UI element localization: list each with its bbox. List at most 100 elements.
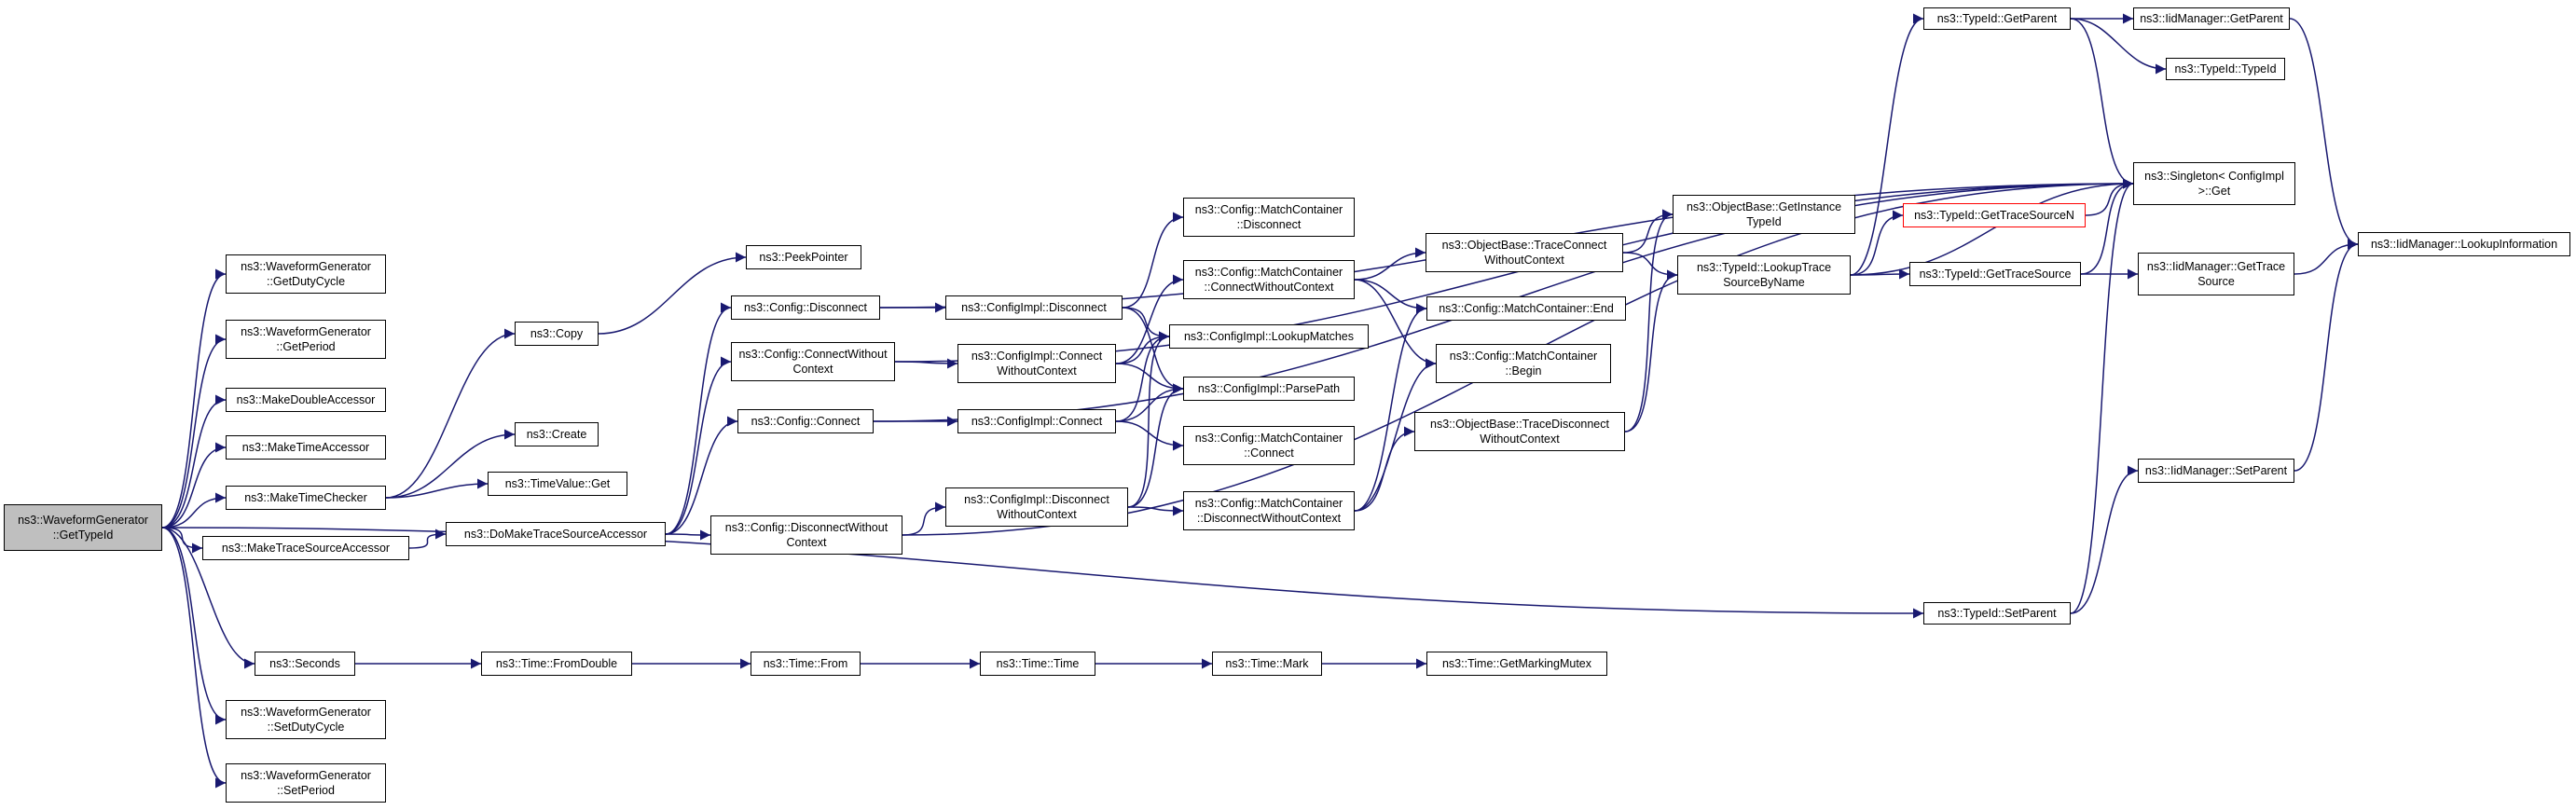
node-makedoubleaccessor[interactable]: ns3::MakeDoubleAccessor [226, 388, 386, 412]
node-time-mark[interactable]: ns3::Time::Mark [1212, 652, 1322, 676]
node-timevalueget[interactable]: ns3::TimeValue::Get [488, 472, 627, 496]
edge-root-to-setdutycycle [161, 527, 227, 725]
edge-implConnect-to-lookupmatches [1115, 331, 1170, 422]
node-mc-connectwithoutcontext[interactable]: ns3::Config::MatchContainer::ConnectWith… [1183, 260, 1355, 299]
node-time-fromdouble[interactable]: ns3::Time::FromDouble [481, 652, 632, 676]
node-mc-disconnectwithoutcontext[interactable]: ns3::Config::MatchContainer::DisconnectW… [1183, 491, 1355, 530]
node-maketimechecker[interactable]: ns3::MakeTimeChecker [226, 486, 386, 510]
edge-root-to-setperiod [161, 527, 227, 789]
edge-mcConnectWithoutContext-to-mcBegin [1354, 279, 1437, 369]
edge-root-to-seconds [161, 527, 255, 669]
node-configconnect[interactable]: ns3::Config::Connect [737, 409, 874, 433]
edge-implDisconnect-to-parsepath [1122, 307, 1184, 394]
edge-implConnect-to-mcConnect [1115, 420, 1184, 451]
node-typeid-gettracesource[interactable]: ns3::TypeId::GetTraceSource [1909, 262, 2081, 286]
edge-copy-to-peekpointer [598, 252, 747, 335]
node-iid-lookupinformation[interactable]: ns3::IidManager::LookupInformation [2358, 232, 2570, 256]
edge-maketracesourceaccessor-to-domaketracesourceaccessor [408, 529, 447, 549]
edge-implConnectWithoutContext-to-mcConnectWithoutContext [1115, 274, 1184, 364]
edge-domaketracesourceaccessor-to-configdisconnect [665, 302, 732, 535]
edge-domaketracesourceaccessor-to-configdisconnectwithoutcontext [665, 529, 711, 541]
node-mc-connect[interactable]: ns3::Config::MatchContainer::Connect [1183, 426, 1355, 465]
node-configdisconnect[interactable]: ns3::Config::Disconnect [731, 295, 880, 320]
edge-mcConnectWithoutContext-to-mcEnd [1354, 279, 1427, 314]
edge-typeidgetparent-to-typeidtypeid [2070, 18, 2167, 75]
edge-lookuptracesourcebyname-to-typeidgetparent [1850, 13, 1924, 276]
edge-domaketracesourceaccessor-to-configconnect [665, 416, 738, 535]
edge-implDisconnectWithoutContext-to-lookupmatches [1127, 331, 1170, 508]
edge-typeidsetparent-to-singletonget [2070, 178, 2134, 614]
edge-root-to-typeidsetparent [161, 527, 1924, 619]
node-domaketracesourceaccessor[interactable]: ns3::DoMakeTraceSourceAccessor [446, 522, 666, 546]
edge-lookuptracesourcebyname-to-singletonget [1850, 178, 2134, 276]
edge-root-to-maketracesourceaccessor [161, 527, 203, 554]
node-mc-end[interactable]: ns3::Config::MatchContainer::End [1426, 296, 1626, 321]
edge-lookuptracesourcebyname-to-gettracesource [1850, 268, 1910, 280]
edge-root-to-makedoubleaccessor [161, 394, 227, 529]
edge-gettracesource-to-singletonget [2080, 178, 2134, 275]
node-mc-begin[interactable]: ns3::Config::MatchContainer::Begin [1436, 344, 1611, 383]
node-copy[interactable]: ns3::Copy [515, 322, 599, 346]
edge-iidgetparent-to-iidlookupinformation [2289, 18, 2359, 250]
node-impl-connect[interactable]: ns3::ConfigImpl::Connect [957, 409, 1116, 433]
edge-root-to-getdutycycle [161, 268, 227, 529]
node-maketimeaccessor[interactable]: ns3::MakeTimeAccessor [226, 435, 386, 460]
node-typeid-setparent[interactable]: ns3::TypeId::SetParent [1923, 602, 2071, 625]
node-typeid-getparent[interactable]: ns3::TypeId::GetParent [1923, 7, 2071, 30]
node-singleton-get[interactable]: ns3::Singleton< ConfigImpl >::Get [2133, 162, 2295, 205]
node-impl-disconnect[interactable]: ns3::ConfigImpl::Disconnect [945, 295, 1123, 320]
edge-typeidgetparent-to-singletonget [2070, 18, 2134, 189]
edge-configdisconnectwithoutcontext-to-implDisconnectWithoutContext [902, 501, 946, 536]
edge-root-to-getperiod [161, 334, 227, 529]
edge-iidgettracesource-to-iidlookupinformation [2294, 239, 2359, 275]
node-typeid-typeid[interactable]: ns3::TypeId::TypeId [2166, 58, 2285, 80]
node-typeid-gettracesourcen[interactable]: ns3::TypeId::GetTraceSourceN [1903, 203, 2086, 227]
edge-obTraceDisconnectWithoutContext-to-lookuptracesourcebyname [1624, 269, 1678, 432]
node-setdutycycle[interactable]: ns3::WaveformGenerator::SetDutyCycle [226, 700, 386, 739]
edge-maketimechecker-to-copy [385, 328, 516, 499]
node-time-getmarkingmutex[interactable]: ns3::Time::GetMarkingMutex [1426, 652, 1607, 676]
edge-mcConnectWithoutContext-to-obTraceConnectWithoutContext [1354, 247, 1426, 281]
edge-obTraceConnectWithoutContext-to-obGetInstanceTypeId [1622, 209, 1674, 254]
edge-obTraceConnectWithoutContext-to-lookuptracesourcebyname [1622, 252, 1678, 281]
node-iid-setparent[interactable]: ns3::IidManager::SetParent [2138, 459, 2294, 483]
edge-implDisconnect-to-mcDisconnect [1122, 212, 1184, 309]
node-time-from[interactable]: ns3::Time::From [751, 652, 861, 676]
node-iid-getparent[interactable]: ns3::IidManager::GetParent [2133, 7, 2290, 30]
edge-mcDisconnectWithoutContext-to-mcBegin [1354, 358, 1437, 512]
node-parsepath[interactable]: ns3::ConfigImpl::ParsePath [1183, 377, 1355, 401]
node-create[interactable]: ns3::Create [515, 422, 599, 446]
node-mc-disconnect[interactable]: ns3::Config::MatchContainer::Disconnect [1183, 198, 1355, 237]
edge-configconnectwithoutcontext-to-singletonget [894, 178, 2134, 363]
edge-maketimechecker-to-timevalueget [385, 478, 489, 499]
edge-mcDisconnectWithoutContext-to-mcEnd [1354, 303, 1427, 512]
edge-implConnectWithoutContext-to-parsepath [1115, 363, 1184, 394]
edge-iidsetparent-to-iidlookupinformation [2294, 239, 2359, 472]
edge-domaketracesourceaccessor-to-configconnectwithoutcontext [665, 356, 732, 535]
node-setperiod[interactable]: ns3::WaveformGenerator::SetPeriod [226, 763, 386, 803]
node-peekpointer[interactable]: ns3::PeekPointer [746, 245, 861, 269]
edge-typeidsetparent-to-iidsetparent [2070, 465, 2139, 614]
node-getdutycycle[interactable]: ns3::WaveformGenerator::GetDutyCycle [226, 254, 386, 294]
edge-implDisconnectWithoutContext-to-parsepath [1127, 383, 1184, 508]
edge-gettracesourcen-to-singletonget [2085, 178, 2134, 216]
node-seconds[interactable]: ns3::Seconds [255, 652, 355, 676]
node-lookupmatches[interactable]: ns3::ConfigImpl::LookupMatches [1169, 324, 1369, 349]
node-time-time[interactable]: ns3::Time::Time [980, 652, 1095, 676]
node-maketracesourceaccessor[interactable]: ns3::MakeTraceSourceAccessor [202, 536, 409, 560]
node-root[interactable]: ns3::WaveformGenerator::GetTypeId [4, 504, 162, 551]
edge-maketimechecker-to-create [385, 429, 516, 499]
node-getperiod[interactable]: ns3::WaveformGenerator::GetPeriod [226, 320, 386, 359]
edge-lookuptracesourcebyname-to-gettracesourcen [1850, 210, 1904, 276]
